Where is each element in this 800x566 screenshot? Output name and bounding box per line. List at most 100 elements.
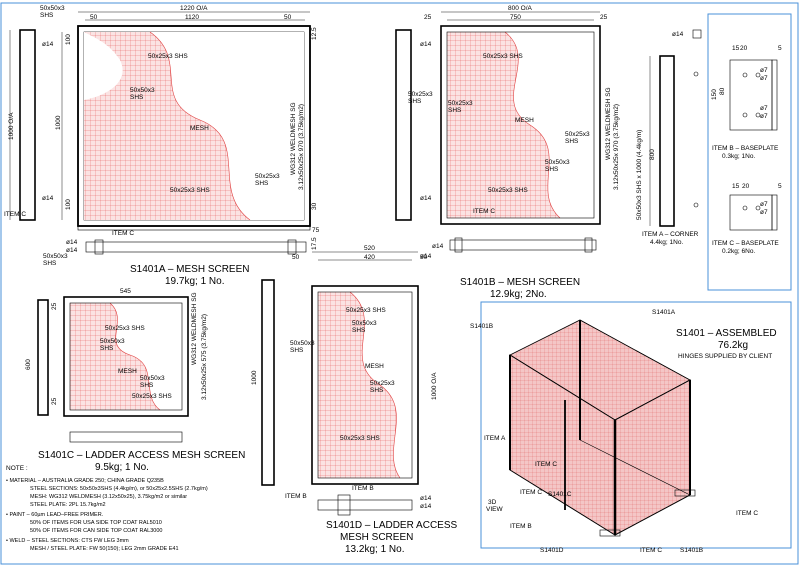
svg-text:545: 545 — [120, 288, 131, 295]
svg-text:MESH: MESH — [515, 117, 534, 124]
notes-heading: NOTE : — [6, 465, 28, 472]
panel-a: 1220 O/A 1120 50 50 1000 O/A 1000 100 12… — [4, 5, 320, 287]
svg-text:ø14: ø14 — [672, 31, 684, 38]
svg-text:50x50x3SHS: 50x50x3SHS — [140, 375, 165, 389]
svg-text:50x25x3 SHS: 50x25x3 SHS — [340, 435, 380, 442]
assembled-iso: S1401 – ASSEMBLED 76.2kg HINGES SUPPLIED… — [470, 309, 777, 554]
svg-text:50x25x3 SHS: 50x25x3 SHS — [483, 53, 523, 60]
panel-b-title: S1401B – MESH SCREEN — [460, 277, 580, 288]
panel-a-label-top: 50x25x3 SHS — [148, 53, 188, 60]
panel-a-dim-overall: 1220 O/A — [180, 5, 208, 12]
svg-text:800: 800 — [649, 149, 656, 160]
panel-a-bottom-section — [85, 241, 307, 253]
svg-text:75: 75 — [312, 227, 320, 234]
svg-text:ITEM C: ITEM C — [736, 510, 758, 517]
svg-text:ø7: ø7 — [760, 105, 768, 112]
svg-text:5: 5 — [778, 45, 782, 52]
svg-text:100: 100 — [65, 34, 72, 45]
item-a-title: ITEM A – CORNER — [642, 231, 699, 238]
svg-text:100: 100 — [65, 199, 72, 210]
svg-text:ITEM C: ITEM C — [112, 230, 134, 237]
svg-text:50% OF ITEMS FOR CAN SIDE TOP: 50% OF ITEMS FOR CAN SIDE TOP COAT RAL30… — [30, 528, 162, 534]
svg-text:ø7: ø7 — [760, 67, 768, 74]
assembled-box — [480, 301, 792, 549]
svg-text:50: 50 — [90, 14, 98, 21]
svg-text:MESH: WG312 WELDMESH (3.12x50: MESH: WG312 WELDMESH (3.12x50x25), 3.75k… — [30, 494, 187, 500]
item-c-title: ITEM C – BASEPLATE — [712, 240, 779, 247]
panel-a-dim-height-oa: 1000 O/A — [8, 112, 15, 140]
svg-text:S1401D: S1401D — [540, 547, 564, 554]
assembled-note: HINGES SUPPLIED BY CLIENT — [678, 353, 772, 360]
panel-d-title: S1401D – LADDER ACCESS — [326, 520, 458, 531]
svg-text:ø14: ø14 — [420, 195, 432, 202]
svg-text:ø14: ø14 — [420, 41, 432, 48]
svg-text:ITEM C: ITEM C — [520, 489, 542, 496]
svg-text:15: 15 — [732, 183, 740, 190]
svg-text:50: 50 — [420, 254, 428, 261]
svg-text:ITEM C: ITEM C — [535, 461, 557, 468]
svg-text:12.5: 12.5 — [311, 27, 318, 40]
svg-text:ITEM B: ITEM B — [285, 493, 307, 500]
panel-c-frame — [63, 296, 189, 417]
svg-text:50x25x3 SHS: 50x25x3 SHS — [132, 393, 172, 400]
item-b-title: ITEM B – BASEPLATE — [712, 145, 779, 152]
svg-text:50x50x3SHS: 50x50x3SHS — [100, 338, 125, 352]
svg-text:ITEM C: ITEM C — [4, 211, 26, 218]
svg-text:ITEM B: ITEM B — [510, 523, 532, 530]
svg-text:50x25x3 SHS: 50x25x3 SHS — [488, 187, 528, 194]
svg-text:600: 600 — [25, 359, 32, 370]
svg-text:800 O/A: 800 O/A — [508, 5, 533, 12]
svg-text:3.12x50x25x 970 (3.75kg/m2): 3.12x50x25x 970 (3.75kg/m2) — [298, 104, 305, 190]
notes-block: NOTE : • MATERIAL – AUSTRALIA GRADE 250;… — [6, 465, 208, 552]
svg-text:15: 15 — [732, 45, 740, 52]
panel-a-side-post — [19, 29, 36, 221]
assembled-weight: 76.2kg — [718, 340, 748, 351]
panel-c-title: S1401C – LADDER ACCESS MESH SCREEN — [38, 450, 245, 461]
svg-text:MESH SCREEN: MESH SCREEN — [340, 532, 413, 543]
panel-a-subtitle: 19.7kg; 1 No. — [165, 276, 224, 287]
svg-text:• PAINT – 60µm LEAD–FREE PRIME: • PAINT – 60µm LEAD–FREE PRIMER. — [6, 512, 104, 518]
svg-text:MESH: MESH — [365, 363, 384, 370]
svg-text:STEEL PLATE: 2PL 15.7kg/m2: STEEL PLATE: 2PL 15.7kg/m2 — [30, 502, 106, 508]
svg-text:25: 25 — [51, 397, 58, 405]
svg-text:ø14: ø14 — [432, 243, 444, 250]
item-b-subtitle: 0.3kg; 1No. — [722, 153, 755, 160]
svg-text:ø14: ø14 — [42, 41, 54, 48]
svg-text:STEEL SECTIONS: 50x50x3SHS (4.: STEEL SECTIONS: 50x50x3SHS (4.4kg/m), or… — [30, 486, 208, 492]
svg-text:50x25x3 SHS: 50x25x3 SHS — [346, 307, 386, 314]
svg-text:ITEM C: ITEM C — [473, 208, 495, 215]
svg-text:WG312 WELDMESH SG: WG312 WELDMESH SG — [191, 292, 198, 365]
assembled-title: S1401 – ASSEMBLED — [676, 328, 777, 339]
svg-text:S1401B: S1401B — [470, 323, 493, 330]
svg-text:50x50x3SHS: 50x50x3SHS — [352, 320, 377, 334]
svg-text:ø7: ø7 — [760, 201, 768, 208]
svg-text:S1401C: S1401C — [548, 491, 572, 498]
panel-b-subtitle: 12.9kg; 2No. — [490, 289, 547, 300]
svg-text:ø7: ø7 — [760, 113, 768, 120]
svg-text:17.5: 17.5 — [311, 237, 318, 250]
panel-a-title: S1401A – MESH SCREEN — [130, 264, 250, 275]
svg-text:50x25x3 SHS: 50x25x3 SHS — [105, 325, 145, 332]
svg-text:1000: 1000 — [251, 370, 258, 385]
svg-text:WG312 WELDMESH SG: WG312 WELDMESH SG — [605, 87, 612, 160]
panel-a-label-bot: 50x25x3 SHS — [170, 187, 210, 194]
svg-text:50: 50 — [292, 254, 300, 261]
svg-text:50x50x3SHS: 50x50x3SHS — [290, 340, 315, 354]
svg-text:80: 80 — [719, 87, 726, 95]
panel-d: 520 420 50 50 1000 1000 O/A 50x25x3 SHS … — [251, 245, 458, 555]
item-a: ø14 800 50x50x3 SHS x 1000 (4.4kg/m) ITE… — [636, 29, 702, 246]
svg-text:25: 25 — [600, 14, 608, 21]
svg-text:ø14: ø14 — [66, 247, 78, 254]
svg-text:S1401A: S1401A — [652, 309, 676, 316]
item-c-subtitle: 0.2kg; 6No. — [722, 248, 755, 255]
